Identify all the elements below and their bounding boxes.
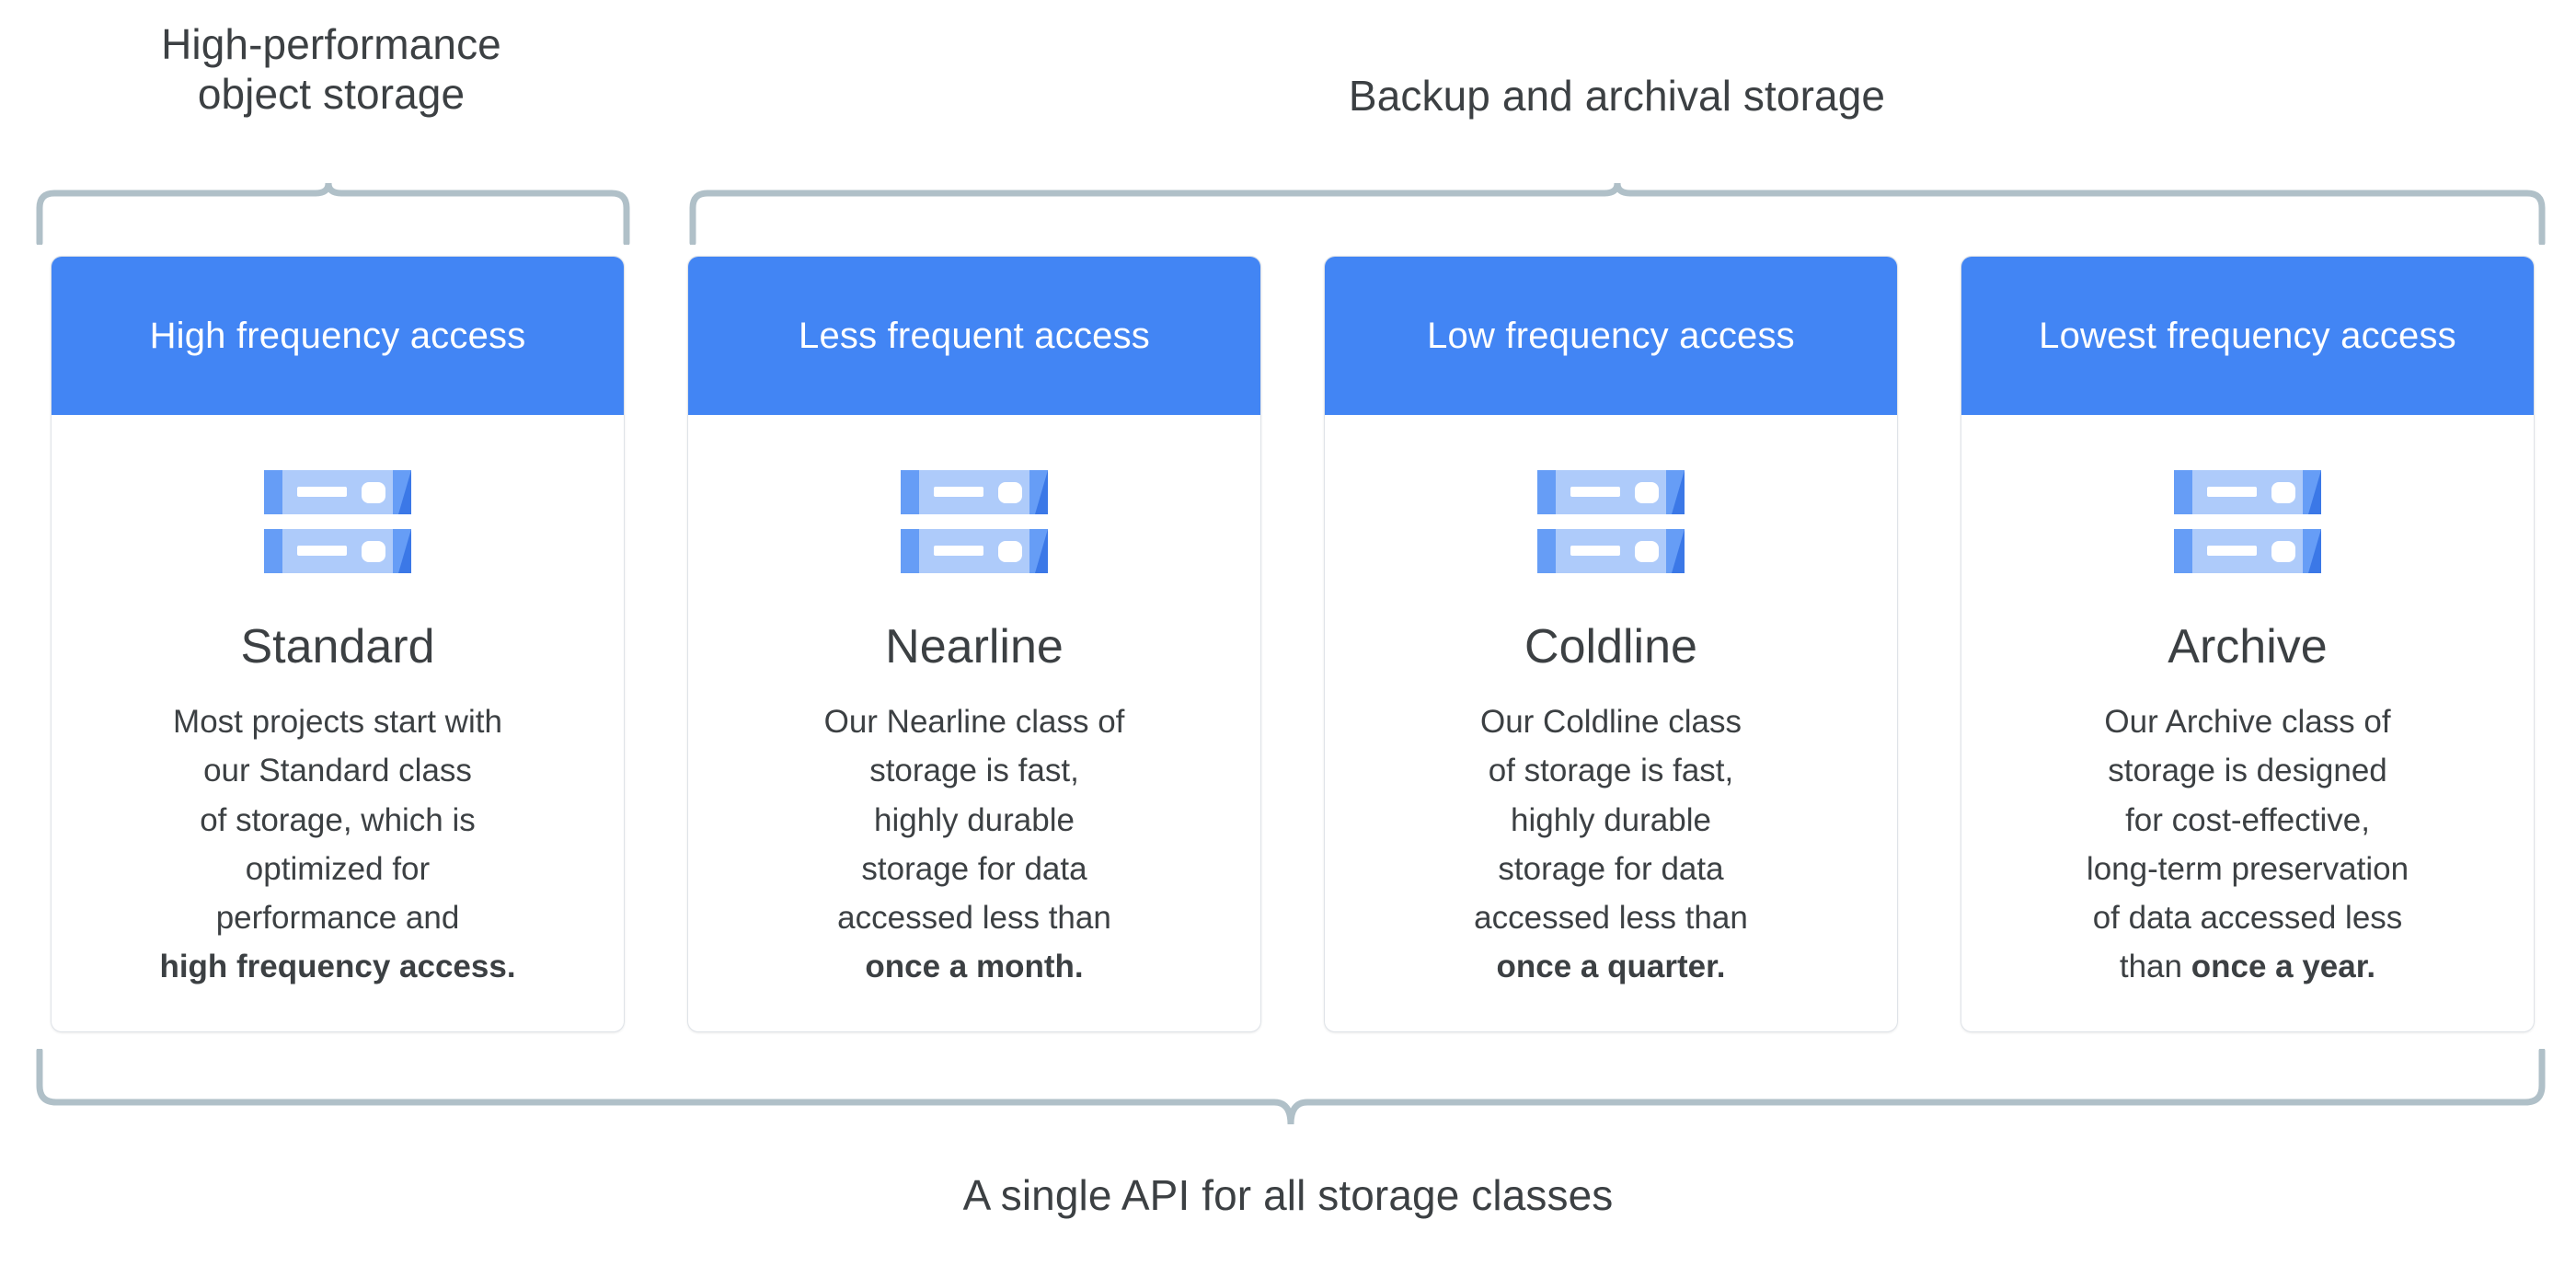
card-description-line: highly durable (874, 801, 1075, 838)
card-description-line: storage for data (861, 850, 1087, 887)
card-header-label: Low frequency access (1325, 257, 1897, 415)
card-description-line: storage is designed (2108, 753, 2387, 789)
card-description-line-prefix: than (2119, 949, 2191, 985)
card-description-line: optimized for (245, 850, 431, 887)
card-title: Coldline (1524, 620, 1697, 673)
card-description: Most projects start with our Standard cl… (159, 697, 515, 991)
card-body: Nearline Our Nearline class of storage i… (688, 415, 1260, 1031)
brace-backup-archival-icon (688, 180, 2547, 245)
card-description-line: performance and (215, 899, 460, 936)
card-description-line: of storage is fast, (1488, 753, 1734, 789)
card-description: Our Coldline class of storage is fast, h… (1474, 697, 1748, 991)
card-title: Nearline (885, 620, 1064, 673)
card-description-emphasis: high frequency access. (159, 949, 516, 985)
card-description-emphasis: once a quarter. (1496, 949, 1726, 985)
server-rack-icon (260, 468, 415, 582)
card-description-line: highly durable (1511, 801, 1711, 838)
card-body: Standard Most projects start with our St… (52, 415, 624, 1031)
card-body: Coldline Our Coldline class of storage i… (1325, 415, 1897, 1031)
card-title: Archive (2168, 620, 2328, 673)
card-description: Our Nearline class of storage is fast, h… (824, 697, 1125, 991)
brace-single-api-icon (35, 1049, 2547, 1128)
card-description-line: Our Archive class of (2104, 704, 2391, 741)
group-label-line-2: object storage (197, 69, 466, 118)
group-label-line-1: High-performance (161, 20, 501, 68)
card-description-line: of storage, which is (200, 801, 476, 838)
card-description-line: long-term preservation (2086, 850, 2409, 887)
card-description-emphasis: once a year. (2191, 949, 2376, 985)
brace-high-performance-icon (35, 180, 631, 245)
card-description-line: Our Nearline class of (823, 704, 1125, 741)
card-title: Standard (240, 620, 435, 673)
card-description-line: of data accessed less (2092, 899, 2403, 936)
card-description-line: Most projects start with (173, 704, 502, 741)
storage-card-nearline[interactable]: Less frequent access (687, 256, 1261, 1032)
storage-class-cards: High frequency access (51, 256, 2535, 1032)
card-description-line: Our Coldline class (1479, 704, 1742, 741)
card-header-label: High frequency access (52, 257, 624, 415)
card-description-line: for cost-effective, (2125, 801, 2370, 838)
server-rack-icon (2170, 468, 2325, 582)
bottom-caption: A single API for all storage classes (962, 1171, 1614, 1219)
server-rack-icon (1534, 468, 1688, 582)
card-description-line: accessed less than (837, 899, 1111, 936)
card-header-label: Lowest frequency access (1961, 257, 2534, 415)
group-label-line-1: Backup and archival storage (1348, 72, 1886, 120)
card-description-line: storage is fast, (869, 753, 1079, 789)
storage-card-coldline[interactable]: Low frequency access (1324, 256, 1898, 1032)
card-body: Archive Our Archive class of storage is … (1961, 415, 2534, 1031)
group-label-high-performance: High-performance object storage (37, 20, 626, 120)
card-description: Our Archive class of storage is designed… (2087, 697, 2409, 991)
storage-card-standard[interactable]: High frequency access (51, 256, 625, 1032)
server-rack-icon (897, 468, 1052, 582)
card-header-label: Less frequent access (688, 257, 1260, 415)
group-label-backup-archival: Backup and archival storage (690, 72, 2544, 121)
card-description-line: accessed less than (1474, 899, 1748, 936)
card-description-line: our Standard class (203, 753, 472, 789)
storage-card-archive[interactable]: Lowest frequency access (1961, 256, 2535, 1032)
card-description-line: storage for data (1498, 850, 1724, 887)
card-description-emphasis: once a month. (865, 949, 1084, 985)
